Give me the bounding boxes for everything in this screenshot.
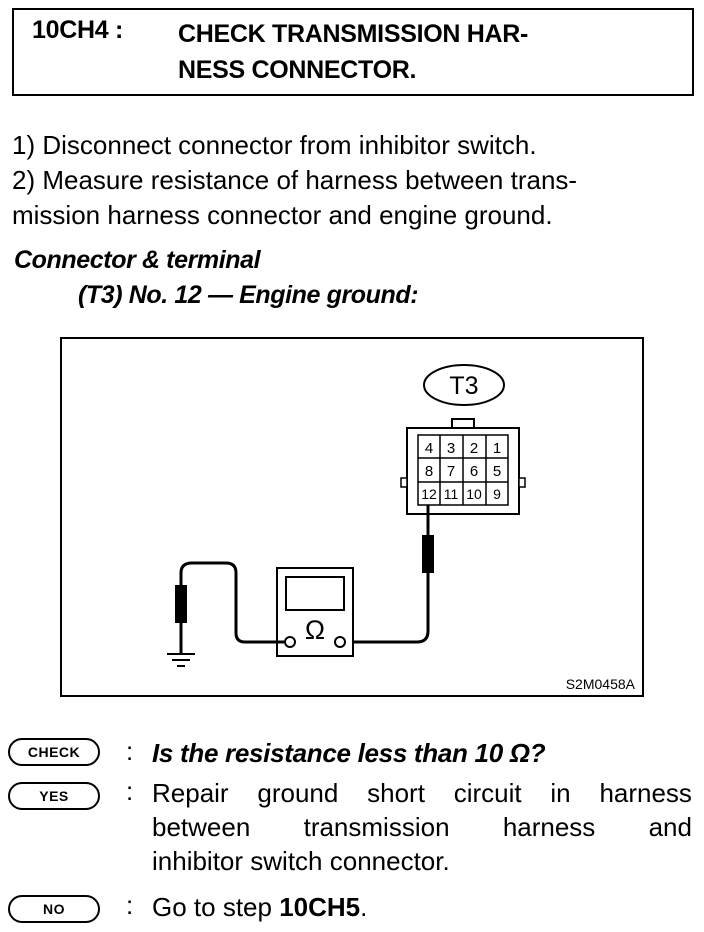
yes-word: Repair bbox=[152, 778, 229, 808]
step-title: CHECK TRANSMISSION HAR- NESS CONNECTOR. bbox=[178, 16, 678, 88]
terminal-4: 4 bbox=[425, 440, 433, 457]
yes-word: short bbox=[367, 778, 425, 808]
ohm-symbol-icon: Ω bbox=[305, 615, 325, 645]
step-title-line-2: NESS CONNECTOR. bbox=[178, 56, 417, 84]
connector-latch bbox=[451, 418, 475, 429]
yes-badge: YES bbox=[8, 782, 100, 810]
yes-action-line-1: Repair ground short circuit in harness bbox=[152, 776, 692, 810]
yes-action-line-3: inhibitor switch connector. bbox=[152, 846, 450, 876]
terminal-3: 3 bbox=[447, 440, 455, 457]
right-lead-wire bbox=[348, 573, 430, 644]
terminal-10: 10 bbox=[466, 486, 482, 502]
wiring-diagram-svg: T3 4 3 2 1 8 7 6 5 bbox=[60, 337, 644, 697]
yes-word: harness bbox=[599, 778, 692, 808]
ohmmeter-right-jack bbox=[334, 636, 346, 648]
spec-detail: (T3) No. 12 — Engine ground: bbox=[78, 281, 419, 309]
yes-word: and bbox=[648, 812, 692, 842]
ohmmeter-display bbox=[285, 576, 345, 611]
next-step-link[interactable]: 10CH5 bbox=[279, 892, 361, 922]
check-question: Is the resistance less than 10 Ω? bbox=[152, 738, 546, 768]
ohmmeter-left-jack bbox=[284, 636, 296, 648]
instruction-line-3: mission harness connector and engine gro… bbox=[12, 200, 553, 230]
terminal-12: 12 bbox=[421, 486, 437, 502]
yes-colon: : bbox=[126, 776, 134, 806]
terminal-1: 1 bbox=[493, 440, 501, 457]
no-action: Go to step 10CH5. bbox=[152, 890, 692, 924]
terminal-11: 11 bbox=[444, 486, 459, 502]
no-action-suffix: . bbox=[360, 892, 368, 922]
t3-connector: 4 3 2 1 8 7 6 5 12 11 10 9 bbox=[400, 418, 526, 515]
connector-right-tab bbox=[518, 477, 526, 488]
spec-heading: Connector & terminal bbox=[14, 246, 261, 274]
yes-word: between bbox=[152, 812, 251, 842]
ground-symbol-icon bbox=[167, 653, 195, 667]
instruction-line-2: 2) Measure resistance of harness between… bbox=[12, 165, 578, 195]
figure-code: S2M0458A bbox=[566, 676, 636, 692]
left-probe bbox=[175, 561, 284, 653]
check-colon: : bbox=[126, 736, 134, 766]
ohmmeter: Ω bbox=[276, 567, 354, 657]
connector-label-oval bbox=[423, 364, 505, 406]
terminal-6: 6 bbox=[470, 463, 478, 480]
left-lead-wire bbox=[179, 561, 284, 644]
terminal-2: 2 bbox=[470, 440, 478, 457]
terminal-5: 5 bbox=[493, 463, 501, 480]
connector-label: T3 bbox=[449, 372, 478, 400]
yes-word: harness bbox=[502, 812, 596, 842]
terminal-8: 8 bbox=[425, 463, 433, 480]
step-title-line-1: CHECK TRANSMISSION HAR- bbox=[178, 20, 529, 48]
yes-word: ground bbox=[257, 778, 339, 808]
instructions: 1) Disconnect connector from inhibitor s… bbox=[12, 128, 694, 233]
terminal-7: 7 bbox=[447, 463, 455, 480]
connector-left-tab bbox=[400, 477, 408, 488]
check-badge: CHECK bbox=[8, 738, 100, 766]
yes-word: circuit bbox=[453, 778, 522, 808]
yes-action: Repair ground short circuit in harness b… bbox=[152, 776, 692, 878]
no-colon: : bbox=[126, 890, 134, 920]
step-header: 10CH4 : CHECK TRANSMISSION HAR- NESS CON… bbox=[12, 8, 694, 96]
yes-word: in bbox=[550, 778, 571, 808]
no-action-prefix: Go to step bbox=[152, 892, 280, 922]
yes-action-line-2: between transmission harness and bbox=[152, 810, 692, 844]
step-id: 10CH4 : bbox=[32, 16, 123, 44]
terminal-9: 9 bbox=[493, 486, 501, 502]
wiring-diagram: T3 4 3 2 1 8 7 6 5 bbox=[60, 337, 644, 697]
no-badge: NO bbox=[8, 895, 100, 923]
right-probe bbox=[348, 505, 434, 644]
instruction-line-1: 1) Disconnect connector from inhibitor s… bbox=[12, 130, 537, 160]
yes-word: transmission bbox=[303, 812, 450, 842]
